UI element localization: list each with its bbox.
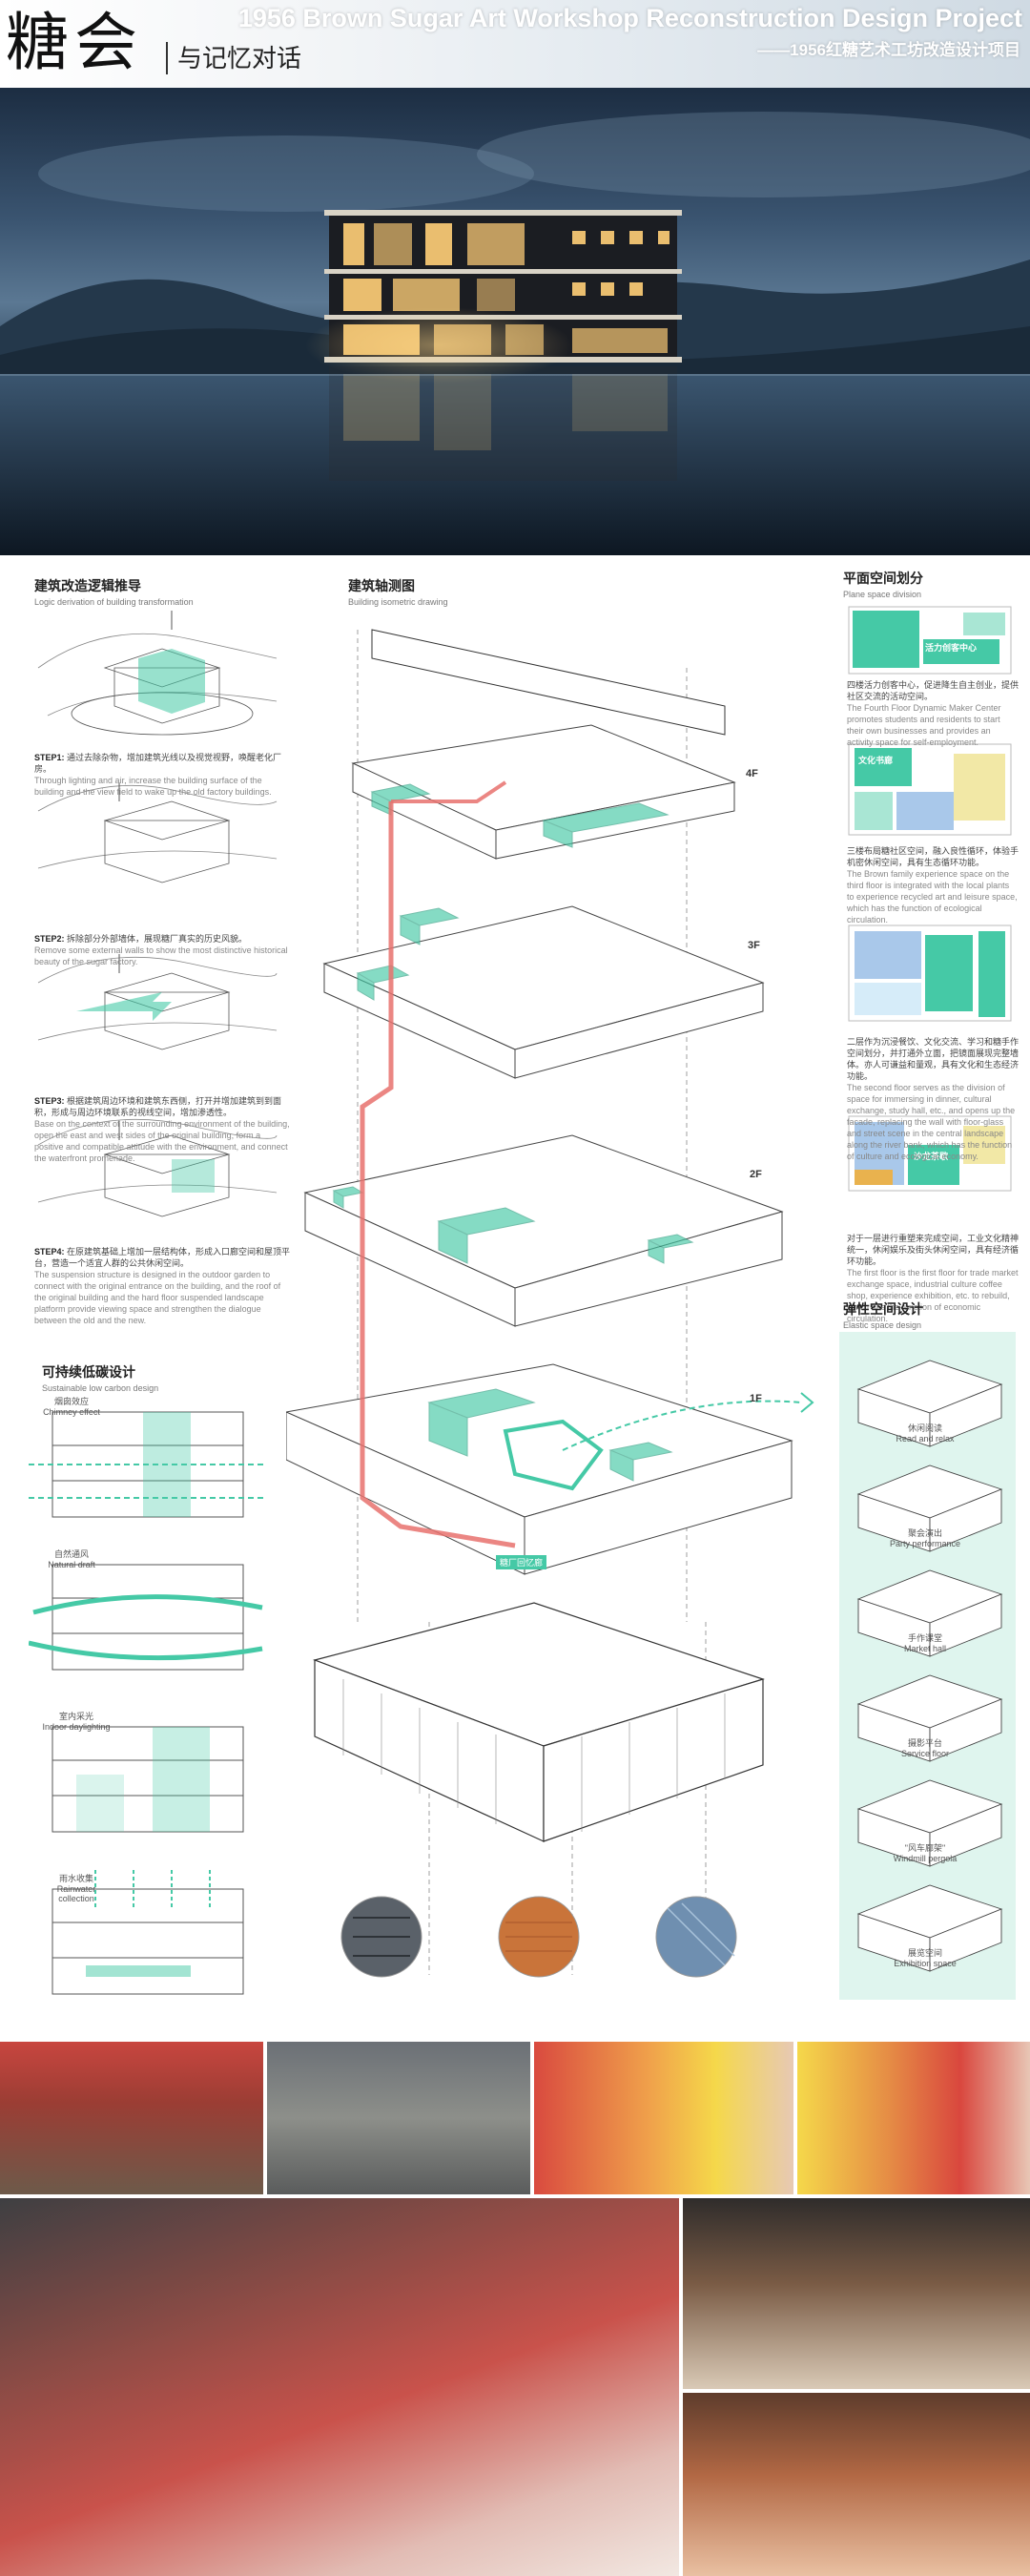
render-stair-hall [683,2198,1030,2389]
hero-render [0,88,1030,555]
building-reflection [329,366,677,481]
logo-text: 糖会 [6,6,143,79]
step-1-note: STEP1: 通过去除杂物，增加建筑光线以及视觉视野，唤醒老化厂房。 Throu… [34,753,282,797]
axon-section-title: 建筑轴测图 Building isometric drawing [348,578,448,607]
elastic-space-diagrams [856,1360,1003,1972]
plan-label-1f: 沙龙茶歇 [914,1152,949,1161]
lowcarbon-section-title: 可持续低碳设计 Sustainable low carbon design [42,1364,159,1393]
plan-section-title: 平面空间划分 Plane space division [843,571,923,599]
project-title-en: 1956 Brown Sugar Art Workshop Reconstruc… [237,4,1022,32]
project-title-cn: ——1956红糖艺术工坊改造设计项目 [757,41,1020,59]
header: 糖会 与记忆对话 1956 Brown Sugar Art Workshop R… [0,0,1030,88]
logic-section-title: 建筑改造逻辑推导 Logic derivation of building tr… [34,578,194,607]
render-spiral-stair [683,2393,1030,2576]
elastic-label-5: "风车廊架"Windmill pergola [893,1843,958,1863]
floor-label-4f: 4F [746,768,758,779]
step-4-note: STEP4: 在原建筑基础上增加一层结构体，形成入口廊空间和屋顶平台，营造一个适… [34,1247,291,1325]
step-3-note: STEP3: 根据建筑周边环境和建筑东西侧，打开并增加建筑到到面积，形成与周边环… [34,1096,290,1163]
hero-illustration [0,112,1030,555]
render-arches-2 [797,2042,1030,2194]
exploded-axonometric [286,629,814,1978]
render-atrium [0,2198,679,2576]
floor-label-3f: 3F [748,940,760,951]
logic-step-diagrams [37,611,278,1217]
step-2-note: STEP2: 拆除部分外部墙体，展现糖厂真实的历史风貌。 Remove some… [34,934,288,966]
plan-note-1f: 对于一层进行重塑来完成空间，工业文化精神统一，休闲娱乐及街头休闲空间，具有经济循… [847,1234,1020,1323]
logo-subtitle: 与记忆对话 [177,44,302,73]
floor-label-2f: 2F [750,1169,762,1180]
render-market-hall [0,2042,263,2194]
render-courtyard [267,2042,530,2194]
floor-label-1f: 1F [750,1393,762,1404]
elastic-section-title: 弹性空间设计 Elastic space design [843,1301,923,1330]
floor-plans [848,606,1012,1192]
plan-label-4f: 活力创客中心 [925,643,978,653]
plan-label-3f: 文化书廊 [858,756,894,765]
plan-note-2f: 二层作为沉浸餐饮、文化交流、学习和糖手作空间划分，并打通外立面，把镜面展现完整墙… [847,1037,1020,1161]
building-night [305,210,682,384]
lowcarbon-sections [29,1411,267,1995]
plan-note-4f: 四楼活力创客中心，促进降生自主创业，提供社区交流的活动空间。The Fourth… [847,680,1020,747]
plan-note-3f: 三楼布局糖社区空间，融入良性循环，体验手机密休闲空间，具有生态循环功能。The … [847,846,1020,924]
corridor-label: 糖厂回忆廊 [496,1555,547,1569]
logo-divider [166,42,168,74]
render-arches-1 [534,2042,793,2194]
